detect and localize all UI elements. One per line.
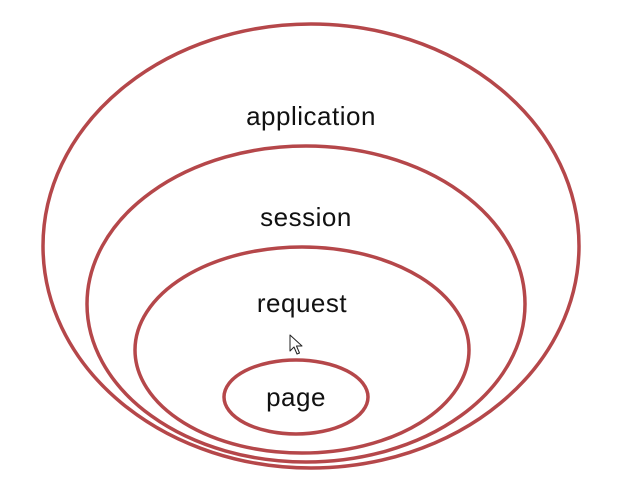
scope-session-label: session	[260, 202, 352, 232]
scope-session-ring	[85, 144, 527, 464]
scope-request-label: request	[257, 288, 347, 318]
scope-page-ring	[222, 358, 370, 436]
scope-page-label: page	[266, 382, 326, 412]
scope-page: page	[222, 358, 370, 436]
scope-application-label: application	[246, 101, 376, 131]
scope-session: session	[85, 144, 527, 464]
scope-request-ring	[133, 245, 471, 455]
scope-application-ring	[41, 22, 581, 470]
mouse-pointer-icon	[289, 334, 303, 355]
scope-request: request	[133, 245, 471, 455]
scope-application: application	[41, 22, 581, 470]
